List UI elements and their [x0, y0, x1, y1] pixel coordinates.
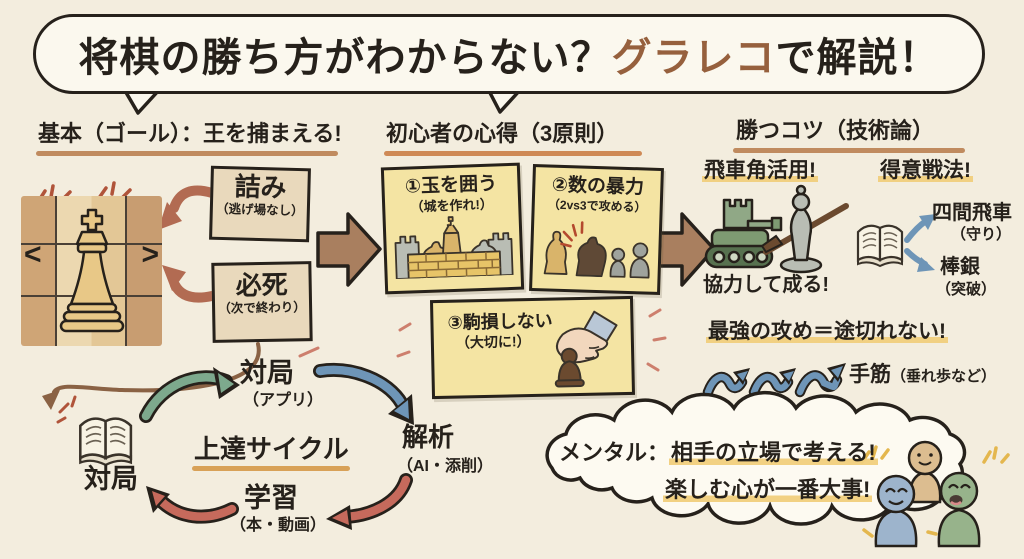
cycle-heading: 上達サイクル	[194, 434, 349, 464]
open-book-icon	[79, 417, 133, 467]
title-banner: 将棋の勝ち方がわからない？グラレコで解説！	[33, 14, 985, 94]
title-text: 将棋の勝ち方がわからない？	[78, 36, 612, 80]
cycle-node-play: 対局	[84, 464, 138, 494]
shogi-board-illustration: < >	[21, 196, 162, 346]
bishop-rifle-icon	[760, 184, 849, 274]
open-book-icon	[856, 224, 904, 268]
tank-rook-icon	[704, 198, 783, 269]
mental-line-2: 楽しむ心が一番大事!	[663, 477, 873, 502]
tsumi-box: 詰み （逃げ場なし）	[209, 165, 311, 243]
chevron-right-icon: >	[141, 238, 159, 271]
tsumi-arrow-icon	[158, 185, 217, 230]
clashing-pieces-icon	[543, 221, 650, 279]
principle-card-3: ③駒損しない （大切に!）	[429, 295, 636, 400]
rook-bishop-caption: 協力して成る!	[703, 274, 830, 296]
strategy-item-2: 棒銀	[940, 256, 980, 278]
cycle-node-study: 学習	[244, 483, 298, 513]
tips-underline	[733, 148, 965, 153]
sparkle-icon	[860, 445, 1010, 538]
shogi-king-icon	[59, 208, 125, 333]
person-tan-icon	[907, 440, 943, 504]
tsumi-note: （逃げ場なし）	[215, 201, 304, 219]
cycle-node-analysis-note: （AI・添削）	[397, 458, 494, 475]
rook-bishop-title: 飛車角活用!	[702, 159, 818, 182]
attack-title: 最強の攻め＝途切れない!	[706, 320, 948, 343]
cycle-arrow-blue-icon	[313, 363, 414, 425]
strategy-item-1: 四間飛車	[932, 202, 1012, 224]
title-text-2: で解説！	[775, 36, 940, 80]
principle-card-1: ①玉を囲う （城を作れ!）	[380, 162, 525, 295]
hisshi-box: 必死 （次で終わり）	[211, 261, 313, 343]
hisshi-note: （次で終わり）	[218, 300, 306, 316]
basic-underline	[36, 151, 338, 156]
hand-holding-piece-icon	[554, 310, 618, 388]
tsumi-title: 詰み	[234, 171, 287, 203]
cycle-arrow-red-left-icon	[146, 486, 239, 524]
title-accent-text: グラレコ	[611, 36, 776, 80]
strategy-item-1-note: （守り）	[951, 226, 1012, 243]
person-blue-icon	[874, 474, 918, 548]
strategy-title: 得意戦法!	[878, 159, 973, 182]
principles-underline	[384, 151, 642, 156]
cycle-underline	[192, 466, 350, 471]
cycle-node-analysis: 解析	[402, 422, 455, 452]
cycle-arrow-red-right-icon	[326, 473, 413, 530]
cycle-node-study-note: （本・動画）	[230, 517, 327, 534]
wavy-attack-arrow-icon	[702, 363, 846, 398]
card2-note: （2vs3で攻める）	[547, 197, 647, 215]
hisshi-arrow-icon	[162, 265, 217, 303]
attack-caption: 手筋（垂れ歩など）	[849, 363, 997, 386]
strategy-item-2-note: （突破）	[936, 281, 997, 298]
cycle-arrow-green-icon	[139, 367, 240, 423]
castle-pieces-icon	[394, 216, 514, 280]
tips-heading: 勝つコツ（技術論）	[736, 118, 935, 143]
hisshi-to-cycle-line	[42, 342, 261, 410]
cycle-node-play-app: 対局	[240, 358, 294, 388]
principles-heading: 初心者の心得（3原則）	[386, 121, 619, 146]
principle-card-2: ②数の暴力 （2vs3で攻める）	[529, 163, 664, 296]
chevron-left-icon: <	[24, 238, 42, 271]
mental-line-1: メンタル：相手の立場で考える!	[559, 440, 878, 465]
sparkle-icon	[56, 395, 77, 424]
basic-heading: 基本（ゴール）：王を捕まえる!	[38, 121, 342, 146]
person-green-icon	[937, 471, 981, 548]
hisshi-title: 必死	[235, 269, 288, 301]
cycle-node-play-app-note: （アプリ）	[243, 392, 324, 409]
